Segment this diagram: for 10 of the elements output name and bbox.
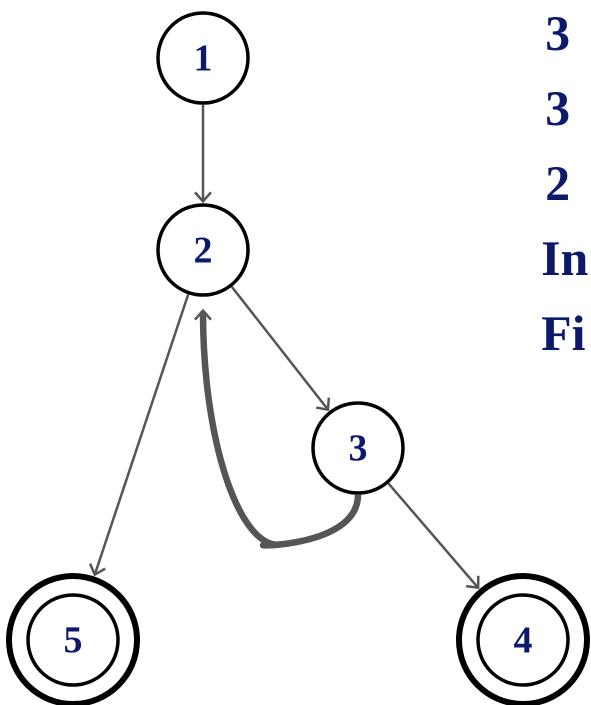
arrow [230, 286, 330, 412]
label-text: In [542, 242, 588, 275]
arrow [194, 308, 362, 549]
label-text: 3 [547, 92, 568, 126]
arrow [388, 482, 480, 590]
arrow [194, 104, 212, 204]
label-text: Fi [542, 315, 585, 350]
label-text: 3 [547, 17, 568, 50]
label-text: 2 [547, 167, 568, 200]
arrow [88, 294, 190, 576]
